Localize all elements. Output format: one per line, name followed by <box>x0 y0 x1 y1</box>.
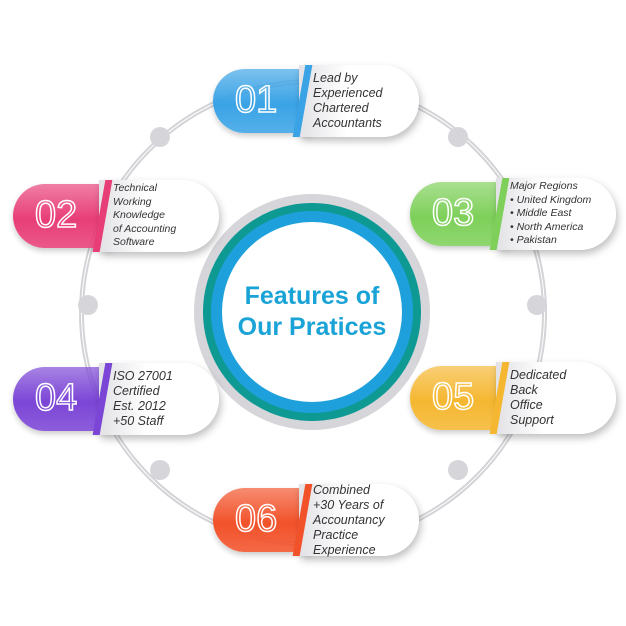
item-line: Back <box>510 383 538 397</box>
item-line: Combined <box>313 482 370 497</box>
orbit-dot <box>448 127 468 147</box>
item-number: 04 <box>34 376 78 420</box>
text-card <box>99 363 219 435</box>
item-line: Support <box>510 413 554 427</box>
item-line: +30 Years of <box>313 497 384 512</box>
item-line: Est. 2012 <box>113 399 166 413</box>
text-card <box>496 178 616 250</box>
item-line: Certified <box>113 384 160 398</box>
title-line-1: Features of <box>244 282 380 310</box>
item-line: Chartered <box>313 101 369 115</box>
orbit-dot <box>448 460 468 480</box>
item-line: Office <box>510 398 543 412</box>
item-line: ISO 27001 <box>113 369 173 383</box>
item-line: Accountants <box>313 116 382 130</box>
item-line: Lead by <box>313 71 358 85</box>
item-line: • Middle East <box>510 207 572 220</box>
text-card <box>299 484 419 556</box>
center-disc: Features of Our Pratices <box>222 222 402 402</box>
item-number: 05 <box>431 375 475 419</box>
number-badge: 02 <box>13 184 113 248</box>
item-line: • Pakistan <box>510 234 557 247</box>
item-line: Knowledge <box>113 209 165 222</box>
item-number: 02 <box>34 193 78 237</box>
text-card <box>99 180 219 252</box>
item-line: +50 Staff <box>113 414 164 428</box>
feature-item-03: 03 Major Regions• United Kingdom• Middle… <box>410 178 620 250</box>
title-line-2: Our Pratices <box>237 313 387 341</box>
orbit-dot <box>527 295 547 315</box>
item-line: Experienced <box>313 86 383 100</box>
item-line: Major Regions <box>510 180 578 193</box>
item-line: Accountancy <box>313 512 385 527</box>
item-number: 06 <box>234 497 278 541</box>
item-line: Working <box>113 195 152 208</box>
item-text: Major Regions• United Kingdom• Middle Ea… <box>510 178 618 250</box>
item-line: Practice Experience <box>313 527 376 557</box>
item-line: • North America <box>510 220 584 233</box>
orbit-dot <box>150 127 170 147</box>
item-line: of Accounting <box>113 222 177 235</box>
item-line: Dedicated <box>510 368 567 382</box>
item-line: • United Kingdom <box>510 193 592 206</box>
item-number: 01 <box>234 78 278 122</box>
item-number: 03 <box>431 191 475 235</box>
item-line: Technical <box>113 182 157 195</box>
orbit-dot <box>78 295 98 315</box>
orbit-dot <box>150 460 170 480</box>
text-card <box>496 362 616 434</box>
item-line: Software <box>113 236 155 249</box>
text-card <box>299 65 419 137</box>
